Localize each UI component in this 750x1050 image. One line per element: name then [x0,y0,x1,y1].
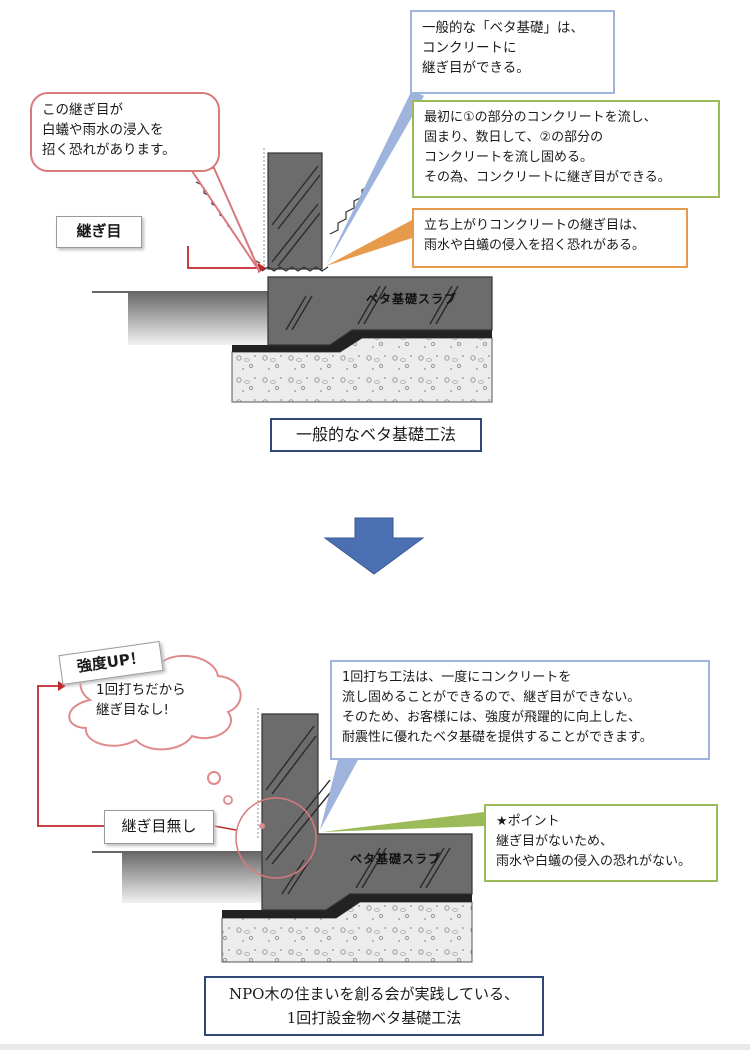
slab-label-bottom: ベタ基礎スラブ [350,852,442,866]
thought-bubble-text: 1回打ちだから 継ぎ目なし! [96,682,186,718]
no-joint-label: 継ぎ目無し [104,810,214,844]
down-arrow-icon [323,517,425,575]
tail-blue-top [326,90,424,266]
tail-orange-top [326,220,412,266]
top-foundation-section [92,148,493,403]
page-bottom-edge [0,1044,750,1050]
monolithic-foundation [261,713,473,911]
slab-label-top: ベタ基礎スラブ [366,292,458,306]
joint-zigzag [261,266,329,272]
no-joint-highlight-circle [235,797,317,879]
slab-top [267,276,493,346]
tail-red-top [188,167,261,273]
barrier-bottom [222,894,472,918]
tail-green-bottom [322,812,484,832]
caption-bottom: NPO木の住まいを創る会が実践している、 1回打設金物ベタ基礎工法 [204,976,544,1036]
callout-point: ★ポイント 継ぎ目がないため、 雨水や白蟻の侵入の恐れがない。 [484,804,718,882]
barrier-top [232,330,492,352]
caption-top: 一般的なベタ基礎工法 [270,418,482,452]
soil-bottom [122,853,262,903]
tail-blue-bottom [320,760,358,830]
callout-one-pour-method: 1回打ち工法は、一度にコンクリートを 流し固めることができるので、継ぎ目ができな… [330,660,710,760]
callout-pour-process: 最初に①の部分のコンクリートを流し、 固まり、数日して、②の部分の コンクリート… [412,100,720,198]
callout-termite-rain-risk: この継ぎ目が 白蟻や雨水の浸入を 招く恐れがあります。 [30,92,220,172]
bottom-foundation-section [92,708,473,963]
callout-wall-joint-risk: 立ち上がりコンクリートの継ぎ目は、 雨水や白蟻の侵入を招く恐れがある。 [412,208,688,268]
soil-top [128,293,268,345]
joint-label: 継ぎ目 [56,216,142,248]
callout-general-beta-foundation: 一般的な「ベタ基礎」は、 コンクリートに 継ぎ目ができる。 [410,10,615,94]
